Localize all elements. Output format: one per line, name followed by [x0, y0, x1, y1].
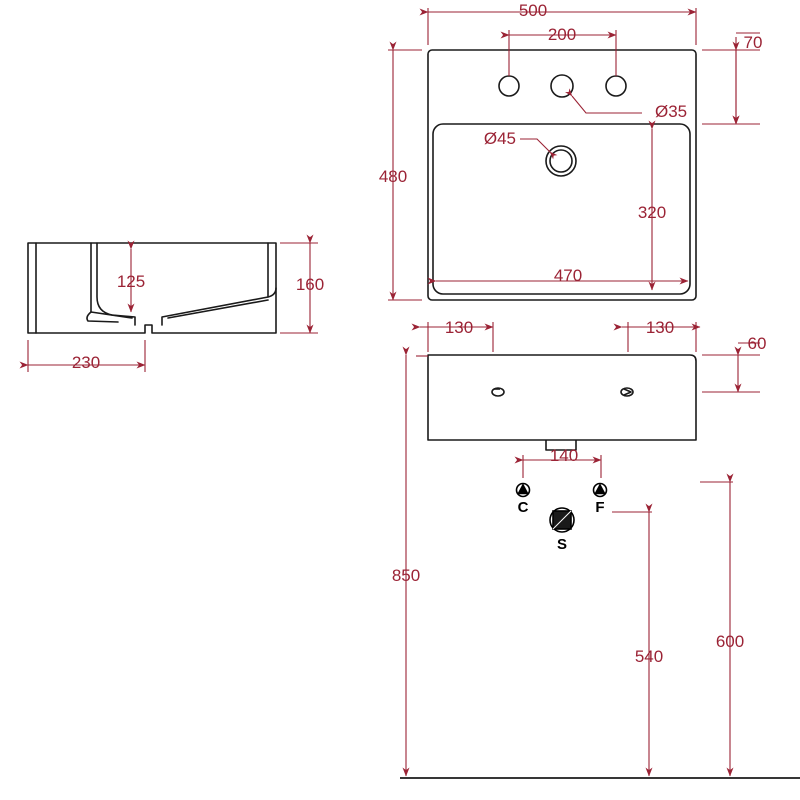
dim-waste-height-540: 540	[635, 647, 663, 666]
dim-top-bowl-depth-320: 320	[638, 203, 666, 222]
top-plan-view	[388, 8, 760, 301]
label-waste-outlet: S	[557, 536, 567, 553]
dim-supply-height-600: 600	[716, 632, 744, 651]
dim-front-supply-span-140: 140	[550, 446, 578, 465]
label-cold-supply: C	[518, 499, 529, 516]
dim-front-left-bracket-130: 130	[445, 318, 473, 337]
front-elevation-view	[400, 322, 800, 779]
dimension-text-layer: 500 200 480 70 470 320 Ø35 Ø45 230 125 1…	[72, 1, 767, 666]
callout-taphole-diameter: Ø35	[655, 102, 687, 121]
dim-rim-height-850: 850	[392, 566, 420, 585]
dim-top-taphole-span-200: 200	[548, 25, 576, 44]
dim-top-width-500: 500	[519, 1, 547, 20]
dim-top-rim-70: 70	[744, 33, 763, 52]
dim-front-bracket-height-60: 60	[748, 334, 767, 353]
dim-top-depth-480: 480	[379, 167, 407, 186]
dim-front-right-bracket-130: 130	[646, 318, 674, 337]
label-hot-supply: F	[595, 499, 604, 516]
dim-top-bowl-width-470: 470	[554, 266, 582, 285]
service-symbols	[515, 482, 608, 533]
dim-side-height-160: 160	[296, 275, 324, 294]
dim-side-bowl-depth-125: 125	[117, 272, 145, 291]
callout-waste-diameter: Ø45	[484, 129, 516, 148]
side-section-view	[19, 234, 318, 372]
dim-side-depth-230: 230	[72, 353, 100, 372]
